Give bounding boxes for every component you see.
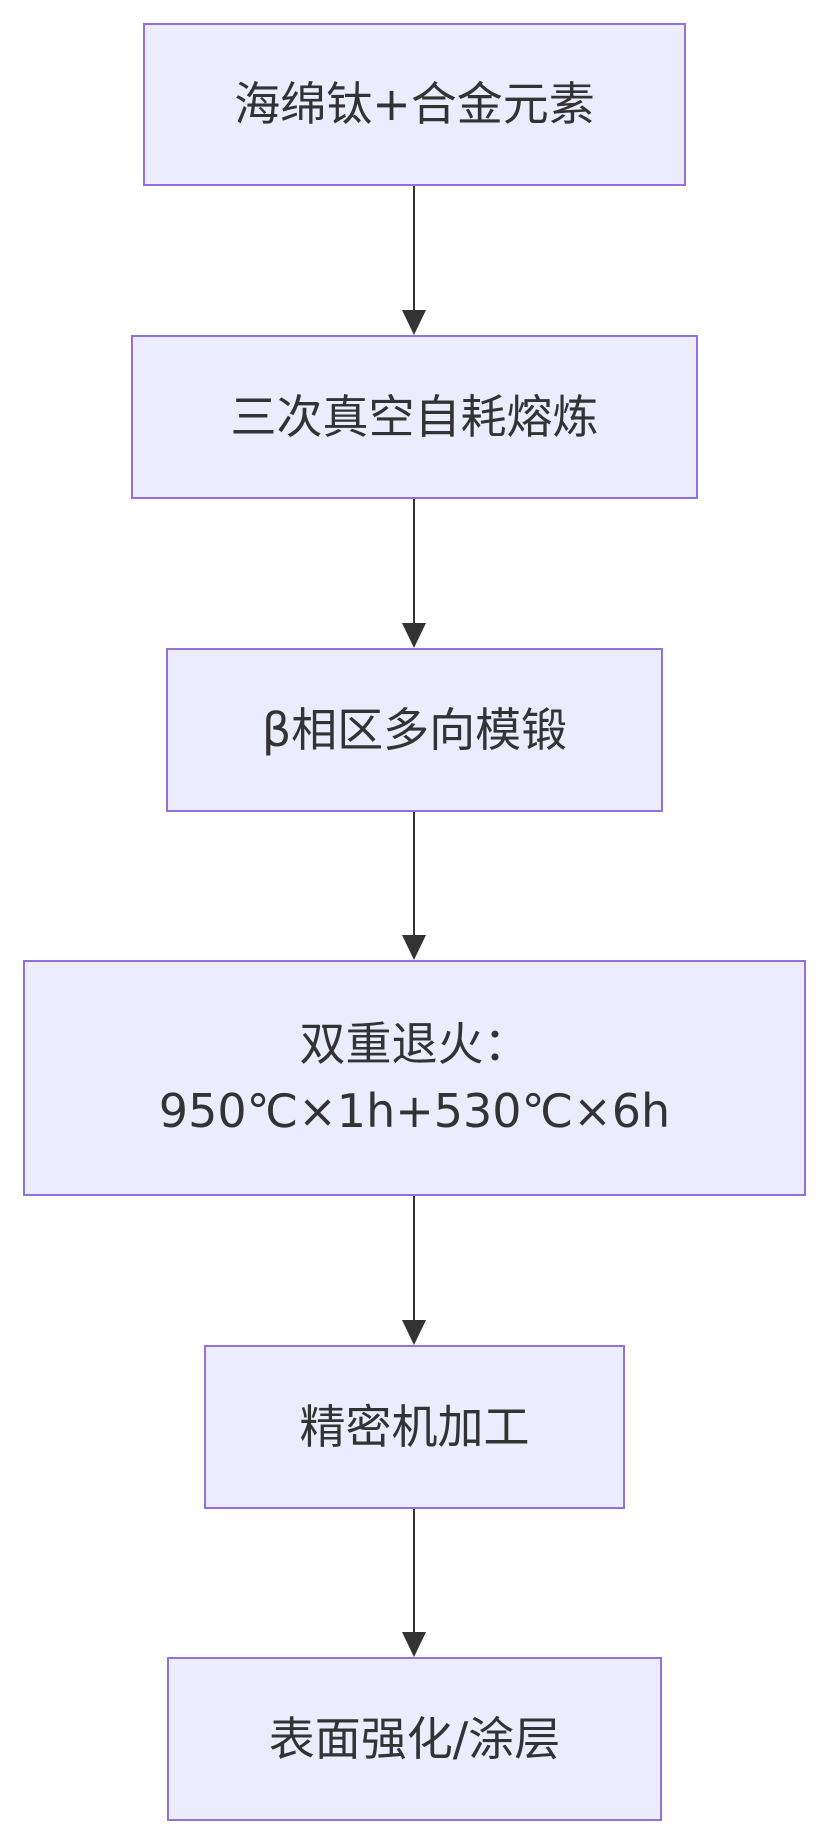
- edge-arrowhead-3: [402, 935, 426, 960]
- node-beta-multidirectional-forging: β相区多向模锻: [166, 648, 663, 812]
- node-triple-var-melting: 三次真空自耗熔炼: [131, 335, 698, 499]
- edge-arrowhead-1: [402, 310, 426, 335]
- node-titanium-sponge-alloying: 海绵钛+合金元素: [143, 23, 686, 186]
- edge-arrowhead-4: [402, 1320, 426, 1345]
- edge-arrowhead-2: [402, 623, 426, 648]
- node-label-line-1: 双重退火：: [299, 1017, 530, 1072]
- edge-arrowhead-5: [402, 1632, 426, 1657]
- node-surface-strengthening-coating: 表面强化/涂层: [167, 1657, 662, 1821]
- node-label: 表面强化/涂层: [268, 1711, 561, 1766]
- node-label: 三次真空自耗熔炼: [230, 389, 599, 444]
- node-label: β相区多向模锻: [261, 702, 568, 757]
- node-precision-machining: 精密机加工: [204, 1345, 625, 1509]
- node-label: 精密机加工: [299, 1399, 530, 1454]
- node-duplex-annealing: 双重退火： 950℃×1h+530℃×6h: [23, 960, 806, 1196]
- node-label-line-2: 950℃×1h+530℃×6h: [158, 1084, 671, 1138]
- node-label: 海绵钛+合金元素: [234, 77, 595, 132]
